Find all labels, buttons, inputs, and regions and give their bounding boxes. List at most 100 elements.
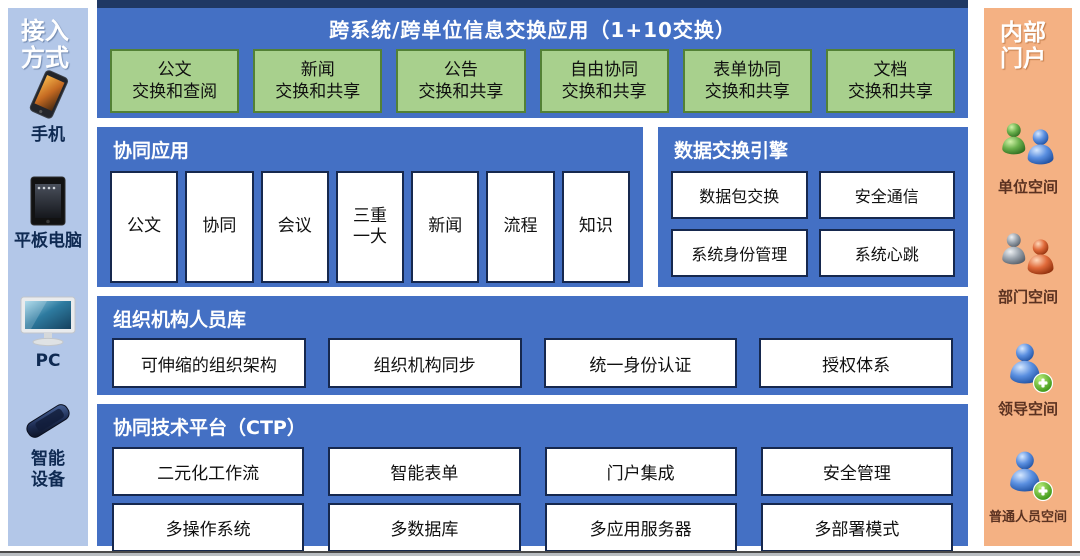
ctp-box-label: 多数据库 [390, 520, 459, 540]
department-space-icon [998, 230, 1058, 284]
exchange-box-line1: 表单协同 [713, 59, 782, 80]
access-item-label: PC [35, 351, 61, 371]
smartphone-icon [21, 66, 75, 122]
org-section-title: 组织机构人员库 [113, 309, 247, 331]
access-item-mobile: 手机 [8, 66, 88, 146]
portal-panel-title: 内部 门户 [984, 8, 1072, 73]
access-title-line1: 接入 [21, 17, 69, 45]
access-item-label: 手机 [31, 125, 65, 145]
org-box: 统一身份认证 [543, 338, 738, 388]
ctp-row-1: 二元化工作流 智能表单 门户集成 安全管理 [97, 440, 968, 496]
ctp-box: 门户集成 [544, 447, 737, 496]
exchange-app-box: 公文 交换和查阅 [110, 49, 240, 113]
collab-box-label: 三重一大 [352, 205, 387, 247]
access-panel-title: 接入 方式 [8, 8, 88, 72]
ctp-box-label: 智能表单 [390, 464, 459, 484]
access-item-label: 平板电脑 [14, 231, 82, 251]
engine-box: 系统心跳 [818, 229, 955, 277]
tablet-icon [22, 174, 74, 228]
portal-item-leader-space: 领导空间 [984, 340, 1072, 419]
org-box: 可伸缩的组织架构 [112, 338, 306, 388]
smart-device-icon [19, 396, 77, 446]
org-box-label: 组织机构同步 [373, 355, 476, 376]
engine-section-title: 数据交换引擎 [674, 140, 789, 162]
collab-box-label: 知识 [578, 216, 613, 237]
org-row: 可伸缩的组织架构 组织机构同步 统一身份认证 授权体系 [97, 332, 968, 388]
exchange-apps-row: 公文 交换和查阅 新闻 交换和共享 公告 交换和共享 自由协同 交换和共享 表单… [97, 43, 968, 113]
staff-space-icon [998, 448, 1058, 504]
ctp-box-label: 二元化工作流 [157, 464, 260, 484]
bottom-divider-light [0, 553, 1080, 556]
exchange-box-line1: 公告 [443, 59, 478, 80]
org-box: 组织机构同步 [327, 338, 522, 388]
collab-app-box: 知识 [561, 171, 630, 283]
engine-box-label: 数据包交换 [699, 187, 780, 206]
portal-item-department-space: 部门空间 [984, 230, 1072, 307]
collab-app-box: 会议 [260, 171, 329, 283]
internal-portal-panel: 内部 门户 单位空间 [984, 8, 1072, 546]
portal-item-label: 领导空间 [997, 400, 1058, 418]
collab-apps-section: 协同应用 公文 协同 会议 三重一大 新闻 流程 知识 [97, 127, 643, 287]
ctp-box: 多操作系统 [112, 503, 305, 552]
collab-box-label: 会议 [277, 216, 312, 237]
access-item-smart-device: 智能设备 [8, 396, 88, 492]
access-title-line2: 方式 [21, 43, 69, 72]
collab-box-label: 协同 [202, 216, 237, 237]
ctp-box-label: 多操作系统 [165, 520, 251, 540]
access-item-pc: PC [8, 294, 88, 372]
exchange-app-box: 表单协同 交换和共享 [682, 49, 812, 113]
ctp-box: 多数据库 [328, 503, 521, 552]
exchange-section-title: 跨系统/跨单位信息交换应用（1+10交换） [329, 18, 736, 42]
portal-item-staff-space: 普通人员空间 [984, 448, 1072, 525]
leader-space-icon [998, 340, 1058, 396]
engine-grid: 数据包交换 安全通信 系统身份管理 系统心跳 [658, 163, 968, 277]
ctp-box: 二元化工作流 [112, 447, 305, 496]
exchange-app-box: 公告 交换和共享 [396, 49, 526, 113]
access-methods-panel: 接入 方式 手机 [8, 8, 88, 546]
portal-title-line2: 门户 [1000, 46, 1046, 73]
ctp-box: 多应用服务器 [544, 503, 737, 552]
collab-app-box: 三重一大 [335, 171, 405, 283]
bottom-divider-dark [0, 551, 1080, 553]
collab-app-box: 新闻 [411, 171, 480, 283]
data-exchange-engine-section: 数据交换引擎 数据包交换 安全通信 系统身份管理 系统心跳 [658, 127, 968, 287]
unit-space-icon [998, 120, 1058, 174]
engine-box: 系统身份管理 [671, 229, 808, 277]
portal-item-label: 部门空间 [997, 288, 1058, 306]
exchange-box-line1: 自由协同 [570, 59, 639, 80]
engine-box-label: 安全通信 [854, 187, 919, 206]
access-item-tablet: 平板电脑 [8, 174, 88, 252]
org-box-label: 可伸缩的组织架构 [140, 355, 277, 376]
org-box-label: 统一身份认证 [589, 355, 692, 376]
exchange-app-box: 新闻 交换和共享 [253, 49, 383, 113]
collab-section-title: 协同应用 [113, 140, 190, 162]
exchange-box-line2: 交换和查阅 [132, 82, 218, 102]
org-person-db-section: 组织机构人员库 可伸缩的组织架构 组织机构同步 统一身份认证 授权体系 [97, 296, 968, 395]
ctp-box-label: 多部署模式 [814, 520, 900, 540]
engine-box: 安全通信 [818, 171, 955, 219]
ctp-box-label: 安全管理 [822, 464, 891, 484]
exchange-box-line1: 新闻 [300, 59, 335, 80]
portal-item-unit-space: 单位空间 [984, 120, 1072, 197]
org-box-label: 授权体系 [822, 355, 891, 376]
ctp-platform-section: 协同技术平台（CTP） 二元化工作流 智能表单 门户集成 安全管理 多操作系统 … [97, 404, 968, 552]
ctp-section-title: 协同技术平台（CTP） [113, 417, 306, 439]
collab-box-label: 公文 [127, 216, 162, 237]
collab-box-label: 流程 [503, 216, 538, 237]
exchange-app-box: 文档 交换和共享 [825, 49, 956, 113]
ctp-box: 智能表单 [328, 447, 521, 496]
collab-app-box: 流程 [486, 171, 555, 283]
portal-item-label: 普通人员空间 [988, 510, 1067, 525]
org-box: 授权体系 [759, 338, 953, 388]
top-navy-strip [97, 0, 968, 8]
pc-monitor-icon [17, 294, 79, 348]
exchange-box-line2: 交换和共享 [561, 82, 647, 102]
exchange-app-box: 自由协同 交换和共享 [539, 49, 669, 113]
ctp-box-label: 门户集成 [606, 464, 675, 484]
engine-box: 数据包交换 [671, 171, 808, 219]
engine-box-label: 系统身份管理 [691, 245, 788, 264]
exchange-box-line2: 交换和共享 [418, 82, 504, 102]
access-item-label: 智能设备 [31, 449, 65, 491]
ctp-row-2: 多操作系统 多数据库 多应用服务器 多部署模式 [97, 496, 968, 552]
